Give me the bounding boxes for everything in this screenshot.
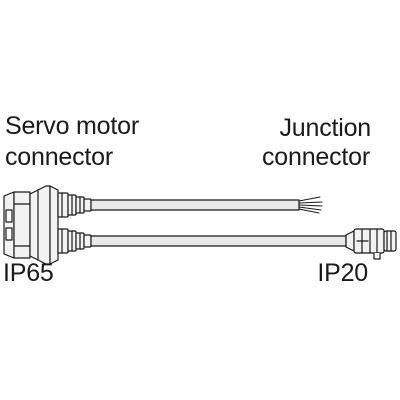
upper-cable — [90, 199, 300, 211]
lower-strain-relief — [57, 228, 92, 254]
servo-connector-label-line2: connector — [5, 143, 113, 171]
junction-connector-rating: IP20 — [317, 259, 368, 287]
junction-connector-label-line2: connector — [262, 143, 370, 171]
servo-motor-connector — [3, 185, 59, 265]
junction-connector — [345, 228, 397, 260]
servo-connector-label-line1: Servo motor — [5, 112, 139, 140]
upper-cable-wire-ends — [298, 196, 323, 214]
upper-strain-relief — [57, 192, 92, 218]
junction-connector-label-line1: Junction — [279, 114, 371, 142]
lower-cable — [90, 235, 347, 247]
